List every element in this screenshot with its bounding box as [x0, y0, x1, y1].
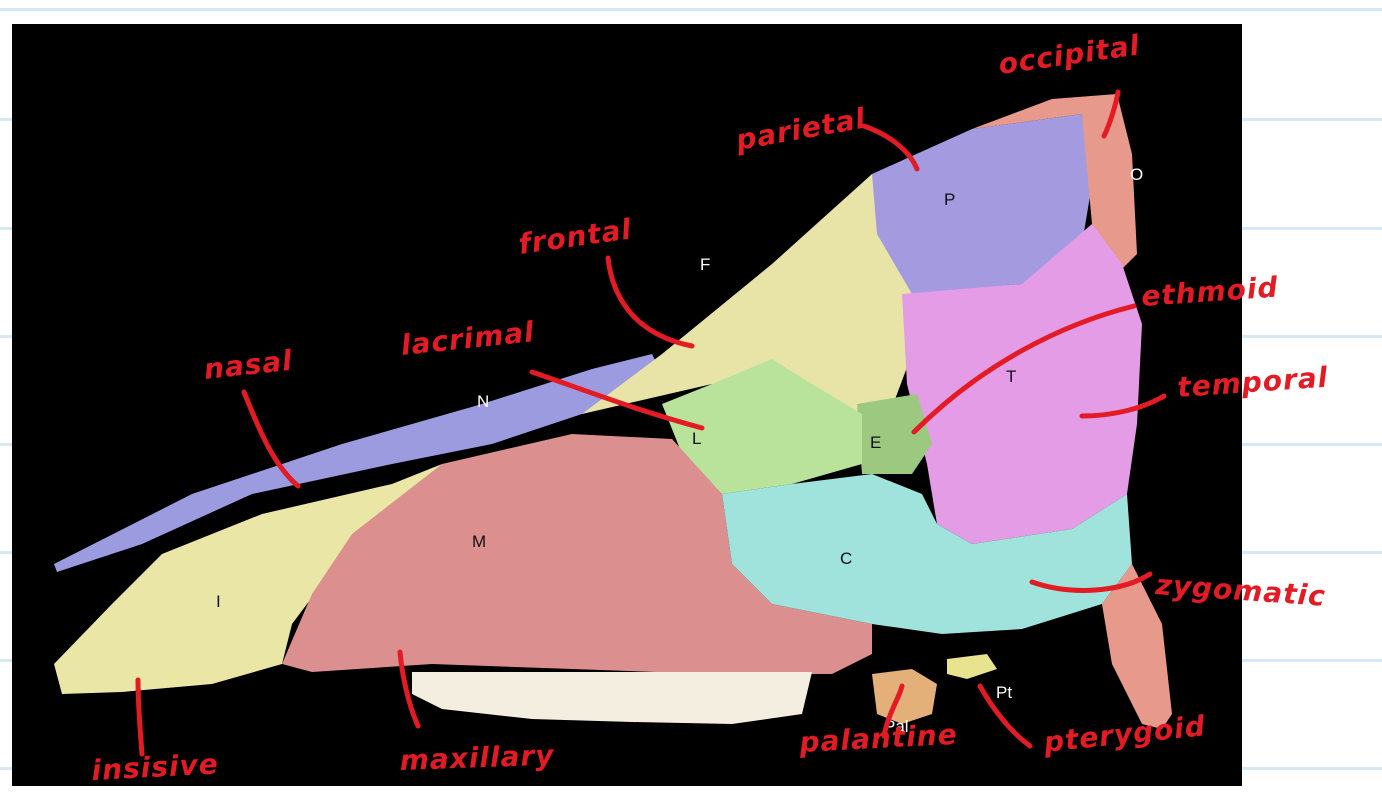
palatine-bone-region: [872, 669, 937, 724]
lacrimal-letter: L: [692, 429, 701, 448]
ruled-line: [0, 8, 1382, 11]
parietal-label: parietal: [733, 102, 869, 157]
nasal-leader: [241, 389, 301, 489]
ethmoid-leader: [911, 303, 1137, 435]
temporal-letter: T: [1006, 367, 1016, 386]
zygomatic-leader: [1029, 571, 1153, 593]
palantine-leader: [881, 683, 905, 739]
nasal-bone-region: [54, 354, 662, 572]
maxillary-leader: [397, 649, 421, 729]
pterygoid-letter: Pt: [996, 683, 1012, 702]
frontal-leader: [605, 255, 695, 349]
pterygoid-leader: [977, 683, 1033, 749]
insisive-leader: [135, 677, 145, 757]
zygomatic-letter: C: [840, 549, 852, 568]
insisive-label: insisive: [91, 747, 220, 787]
nasal-letter: N: [477, 392, 489, 411]
maxillary-label: maxillary: [399, 739, 556, 777]
frontal-bone-region: [582, 169, 952, 434]
paroccipital-process-region: [1102, 564, 1172, 729]
nasal-label: nasal: [202, 344, 294, 386]
lacrimal-label: lacrimal: [399, 315, 536, 362]
ethmoid-letter: E: [870, 433, 881, 452]
parietal-letter: P: [944, 190, 955, 209]
maxilla-letter: M: [472, 532, 486, 551]
skull-diagram: I M N F L E P O T C Pal Pt: [54, 89, 1172, 757]
ethmoid-bone-region: [857, 394, 932, 474]
temporal-bone-region: [902, 224, 1142, 544]
parietal-bone-region: [872, 114, 1092, 294]
maxilla-bone-region: [282, 434, 872, 674]
pterygoid-label: pterygoid: [1041, 709, 1207, 759]
zygomatic-bone-region: [722, 474, 1132, 634]
incisive-bone-region: [54, 464, 442, 694]
frontal-label: frontal: [516, 212, 634, 261]
lacrimal-leader: [529, 369, 705, 431]
incisive-letter: I: [216, 592, 221, 611]
temporal-leader: [1079, 393, 1167, 419]
frontal-letter: F: [700, 255, 710, 274]
teeth-row: [412, 672, 812, 724]
occipital-leader: [1101, 89, 1121, 139]
skull-photo: I M N F L E P O T C Pal Pt: [12, 24, 1242, 786]
occipital-label: occipital: [996, 28, 1142, 81]
parietal-leader: [861, 123, 920, 172]
occipital-letter: O: [1130, 165, 1143, 184]
ethmoid-label: ethmoid: [1140, 270, 1279, 313]
lacrimal-bone-region: [662, 359, 862, 494]
pterygoid-bone-region: [947, 654, 997, 679]
zygomatic-label: zygomatic: [1154, 568, 1327, 613]
temporal-label: temporal: [1176, 361, 1329, 404]
palantine-label: palantine: [798, 718, 959, 759]
